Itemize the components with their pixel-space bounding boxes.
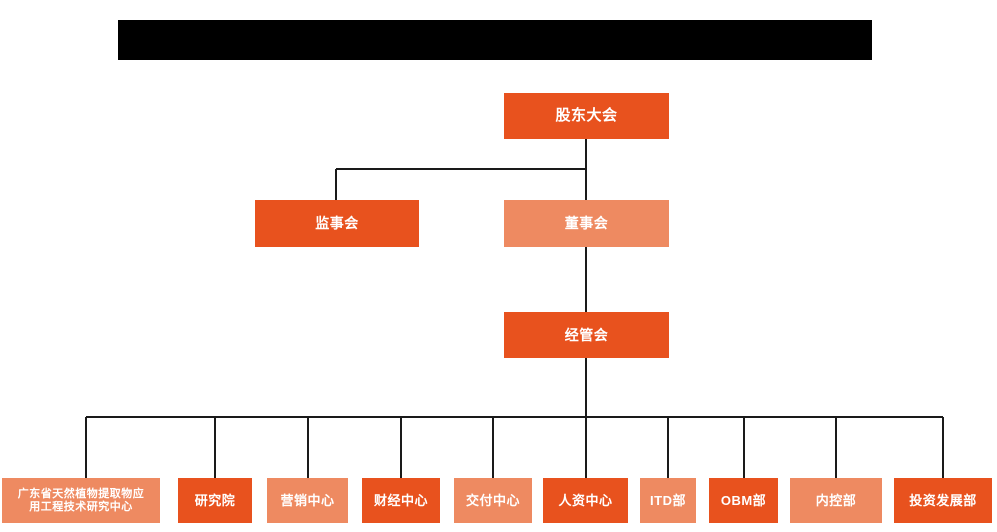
org-node-label-itd-dept: ITD部 <box>650 492 686 508</box>
org-node-label-gd-research-center: 广东省天然植物提取物应 用工程技术研究中心 <box>17 487 145 513</box>
org-node-directors[interactable]: 董事会 <box>504 200 669 247</box>
connector-drop-marketing-center <box>307 417 309 478</box>
connector-drop-hr-center <box>585 417 587 478</box>
connector-drop-delivery-center <box>492 417 494 478</box>
org-node-label-obm-dept: OBM部 <box>720 492 767 508</box>
org-node-internal-control-dept[interactable]: 内控部 <box>790 478 882 523</box>
org-node-label-finance-center: 财经中心 <box>373 492 428 508</box>
org-node-supervisors[interactable]: 监事会 <box>255 200 419 247</box>
org-node-label-investment-development-dept: 投资发展部 <box>909 492 977 508</box>
org-node-label-directors: 董事会 <box>564 215 609 232</box>
connector-drop-internal-control-dept <box>835 417 837 478</box>
org-node-label-hr-center: 人资中心 <box>558 492 613 508</box>
org-node-obm-dept[interactable]: OBM部 <box>709 478 778 523</box>
org-node-label-shareholders: 股东大会 <box>555 107 618 125</box>
org-node-gd-research-center[interactable]: 广东省天然植物提取物应 用工程技术研究中心 <box>2 478 160 523</box>
redacted-title-bar <box>118 20 872 60</box>
org-node-hr-center[interactable]: 人资中心 <box>543 478 628 523</box>
connector-drop-research-institute <box>214 417 216 478</box>
org-node-label-delivery-center: 交付中心 <box>465 492 520 508</box>
org-node-delivery-center[interactable]: 交付中心 <box>454 478 532 523</box>
connector-shareholders-to-directors <box>585 139 587 200</box>
connector-drop-itd-dept <box>667 417 669 478</box>
connector-stub-supervisors <box>335 169 337 200</box>
connector-bus-level4 <box>86 416 943 418</box>
connector-drop-gd-research-center <box>85 417 87 478</box>
org-node-label-research-institute: 研究院 <box>194 492 236 508</box>
org-node-label-marketing-center: 营销中心 <box>280 492 335 508</box>
connector-bus-level2 <box>336 168 586 170</box>
org-node-management[interactable]: 经管会 <box>504 312 669 358</box>
org-node-finance-center[interactable]: 财经中心 <box>362 478 440 523</box>
org-node-investment-development-dept[interactable]: 投资发展部 <box>894 478 992 523</box>
org-node-marketing-center[interactable]: 营销中心 <box>267 478 348 523</box>
connector-drop-investment-development-dept <box>942 417 944 478</box>
org-node-label-internal-control-dept: 内控部 <box>815 492 857 508</box>
connector-directors-to-management <box>585 247 587 312</box>
org-node-label-supervisors: 监事会 <box>315 215 359 232</box>
connector-drop-obm-dept <box>743 417 745 478</box>
org-node-itd-dept[interactable]: ITD部 <box>640 478 696 523</box>
connector-management-to-bus <box>585 358 587 417</box>
connector-drop-finance-center <box>400 417 402 478</box>
org-node-research-institute[interactable]: 研究院 <box>178 478 252 523</box>
org-node-label-management: 经管会 <box>564 326 609 343</box>
org-node-shareholders[interactable]: 股东大会 <box>504 93 669 139</box>
